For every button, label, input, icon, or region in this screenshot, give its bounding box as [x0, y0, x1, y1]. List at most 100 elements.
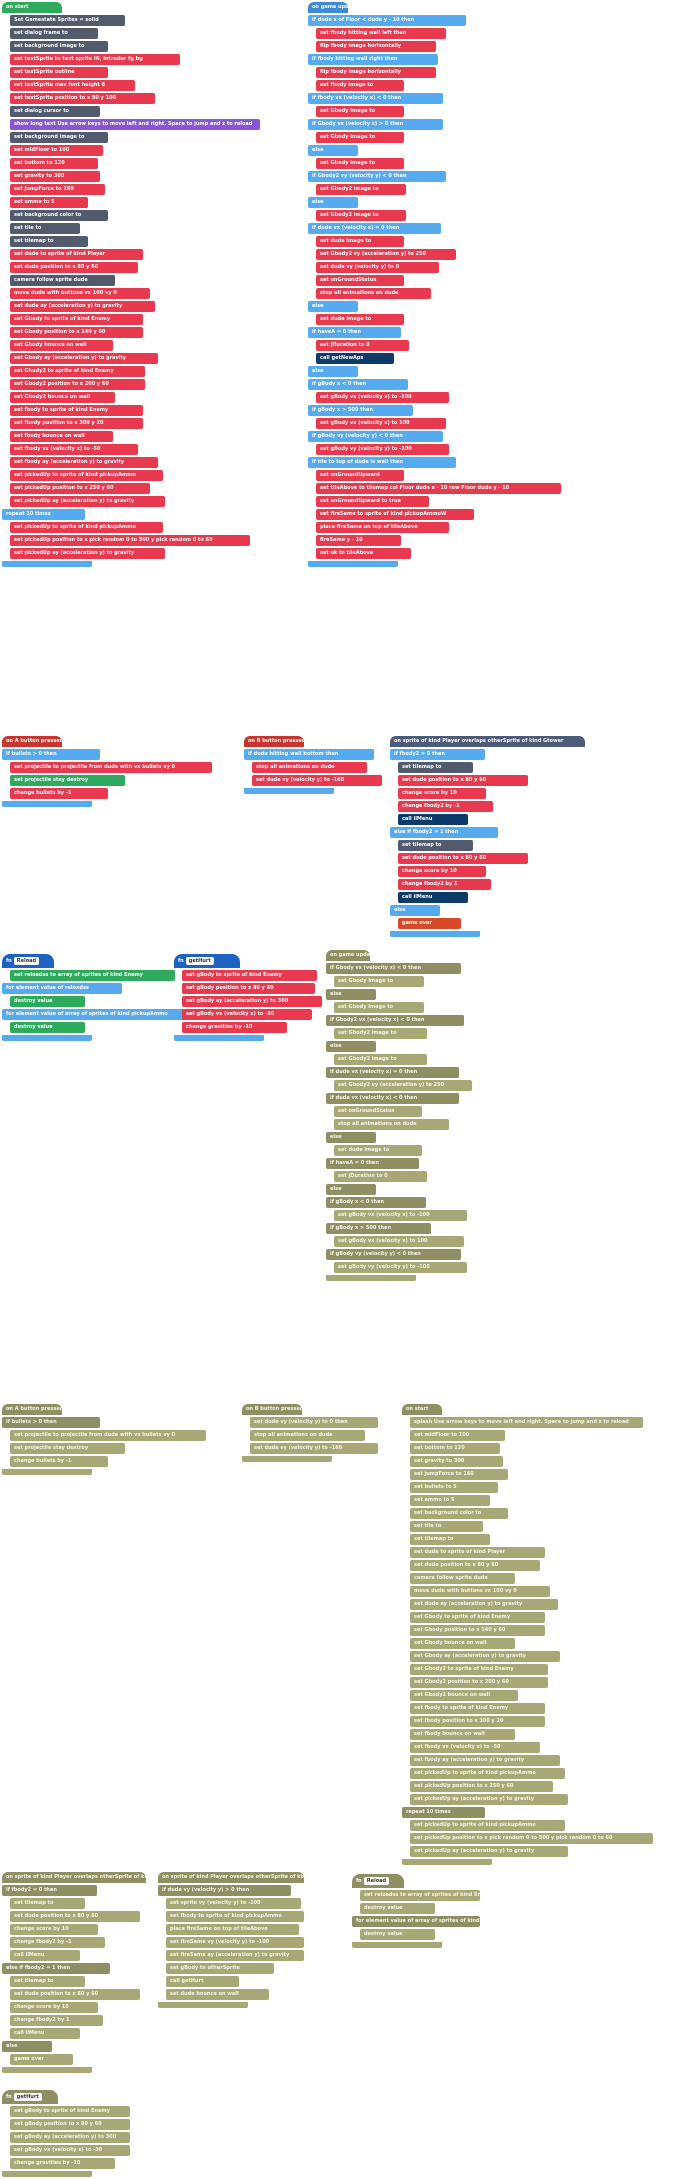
control-block[interactable]: if gBody vy (velocity y) < 0 then	[326, 1249, 461, 1260]
control-block[interactable]: if haveA = 0 then	[308, 327, 401, 338]
on-b-pressed-stack[interactable]: on B button pressed if dude hitting wall…	[244, 736, 404, 794]
statement-block[interactable]: set dude bounce on wall	[166, 1989, 269, 2000]
statement-block[interactable]: set pickedUp ay (acceleration y) to grav…	[410, 1846, 568, 1857]
statement-block[interactable]: set Gbody2 position to x 200 y 60	[410, 1677, 548, 1688]
statement-block[interactable]: set bullets to 5	[410, 1482, 498, 1493]
statement-block[interactable]: set fbody bounce on wall	[10, 431, 113, 442]
statement-block[interactable]: set tilemap to	[410, 1534, 490, 1545]
statement-block[interactable]: set Gbody2 vy (acceleration y) to 250	[334, 1080, 472, 1091]
control-block[interactable]: if dude hitting wall bottom then	[244, 749, 374, 760]
statement-block[interactable]: game over	[398, 918, 461, 929]
statement-block[interactable]: set ammo to 5	[410, 1495, 490, 1506]
on-overlap-hat[interactable]: on sprite of kind Player overlaps otherS…	[390, 736, 585, 747]
control-block[interactable]: else	[308, 145, 358, 156]
statement-block[interactable]: set pickedUp to sprite of kind pickupAmm…	[10, 522, 163, 533]
statement-block[interactable]: set pickedUp ay (acceleration y) to grav…	[10, 548, 165, 559]
statement-block[interactable]: set dude ay (acceleration y) to gravity	[10, 301, 155, 312]
statement-block[interactable]: set Gbody image to	[316, 106, 404, 117]
control-block[interactable]: else	[326, 1132, 376, 1143]
statement-block[interactable]: set pickedUp to sprite of kind pickupAmm…	[410, 1820, 565, 1831]
statement-block[interactable]: set fireSame ay (acceleration y) to grav…	[166, 1950, 304, 1961]
statement-block[interactable]: set gBody ay (acceleration y) to 300	[10, 2132, 130, 2143]
statement-block[interactable]: change score by 10	[398, 788, 486, 799]
statement-block[interactable]: set dude position to x 80 y 60	[10, 262, 138, 273]
control-block[interactable]: if gBody x < 0 then	[308, 379, 408, 390]
statement-block[interactable]: set pickedUp ay (acceleration y) to grav…	[10, 496, 165, 507]
control-block[interactable]: else	[326, 1041, 376, 1052]
statement-block[interactable]: set gravity to 300	[10, 171, 100, 182]
statement-block[interactable]: destroy value	[360, 1929, 435, 1940]
statement-block[interactable]: change gravities by -10	[10, 2158, 115, 2169]
statement-block[interactable]: set tile to	[10, 223, 80, 234]
statement-block[interactable]: set fbody ay (acceleration y) to gravity	[410, 1755, 560, 1766]
statement-block[interactable]: set Gbody2 bounce on wall	[410, 1690, 518, 1701]
statement-block[interactable]: set gBody to sprite of kind Enemy	[182, 970, 317, 981]
statement-block[interactable]: set dude position to x 80 y 60	[10, 1989, 140, 2000]
statement-block[interactable]: set tilemap to	[398, 762, 473, 773]
on-a-pressed-hat[interactable]: on A button pressed	[2, 736, 62, 747]
statement-block[interactable]: set pickedUp to sprite of kind pickupAmm…	[410, 1768, 565, 1779]
statement-block[interactable]: set gBody vx (velocity x) to -100	[316, 392, 449, 403]
control-block[interactable]: if Gbody vx (velocity x) < 0 then	[326, 963, 461, 974]
statement-block[interactable]: set Gbody ay (acceleration y) to gravity	[10, 353, 158, 364]
statement-block[interactable]: set gBody position to x 80 y 60	[182, 983, 315, 994]
statement-block[interactable]: set Gbody position to x 140 y 60	[410, 1625, 545, 1636]
statement-block[interactable]: set pickedUp ay (acceleration y) to grav…	[410, 1794, 568, 1805]
statement-block[interactable]: stop all animations on dude	[252, 762, 367, 773]
statement-block[interactable]: camera follow sprite dude	[10, 275, 115, 286]
statement-block[interactable]: set projectile stay destroy	[10, 775, 125, 786]
statement-block[interactable]: set Gbody position to x 140 y 60	[10, 327, 143, 338]
statement-block[interactable]: set dude position to x 80 y 60	[10, 1911, 140, 1922]
statement-block[interactable]: splash Use arrow keys to move left and r…	[410, 1417, 643, 1428]
disabled-game-update-stack[interactable]: on game update if Gbody vx (velocity x) …	[326, 950, 472, 1281]
control-block[interactable]: else	[326, 989, 376, 1000]
statement-block[interactable]: set textSprite to text sprite Hi, intrud…	[10, 54, 180, 65]
statement-block[interactable]: set ammo to 5	[10, 197, 88, 208]
control-block[interactable]: repeat 10 times	[2, 509, 85, 520]
statement-block[interactable]: set dude ay (acceleration y) to gravity	[410, 1599, 558, 1610]
statement-block[interactable]: set tilemap to	[10, 1898, 85, 1909]
statement-block[interactable]: set onGroundUpward	[316, 470, 404, 481]
statement-block[interactable]: change gravities by -10	[182, 1022, 287, 1033]
control-block[interactable]: else	[390, 905, 440, 916]
statement-block[interactable]: change fbody2 by 1	[398, 879, 491, 890]
statement-block[interactable]: set gBody position to x 80 y 60	[10, 2119, 130, 2130]
function-reload-name[interactable]: Reload	[13, 957, 40, 965]
statement-block[interactable]: set Gbody image to	[334, 976, 424, 987]
statement-block[interactable]: set dude vy (velocity y) to -160	[252, 775, 382, 786]
statement-block[interactable]: set fireSame vy (velocity y) to -100	[166, 1937, 304, 1948]
disabled-a-pressed-hat[interactable]: on A button pressed	[2, 1404, 62, 1415]
statement-block[interactable]: set Gbody ay (acceleration y) to gravity	[410, 1651, 560, 1662]
control-block[interactable]: if gBody vy (velocity y) < 0 then	[308, 431, 443, 442]
statement-block[interactable]: set Gbody image to	[334, 1002, 424, 1013]
statement-block[interactable]: change fbody2 by -1	[398, 801, 493, 812]
statement-block[interactable]: set dude vy (velocity y) to 0 then	[250, 1417, 378, 1428]
statement-block[interactable]: set tilemap to	[398, 840, 473, 851]
statement-block[interactable]: set dude position to x 80 y 60	[398, 853, 528, 864]
statement-block[interactable]: set tilemap to	[10, 236, 88, 247]
statement-block[interactable]: set dude vy (velocity y) to -160	[250, 1443, 378, 1454]
statement-block[interactable]: call ilMenu	[10, 2028, 80, 2039]
control-block[interactable]: if gBody x > 500 then	[308, 405, 413, 416]
control-block[interactable]: repeat 10 times	[402, 1807, 485, 1818]
disabled-function-gethurt-name[interactable]: getHurt	[13, 2093, 42, 2101]
statement-block[interactable]: set fbody ay (acceleration y) to gravity	[10, 457, 158, 468]
statement-block[interactable]: set Gbody image to	[316, 132, 404, 143]
disabled-on-start-stack[interactable]: on start splash Use arrow keys to move l…	[402, 1404, 668, 1865]
statement-block[interactable]: set pickedUp position to x 250 y 60	[410, 1781, 553, 1792]
statement-block[interactable]: set gBody to sprite of kind Enemy	[10, 2106, 130, 2117]
statement-block[interactable]: set onGroundStatus	[316, 275, 404, 286]
statement-block[interactable]: set Gbody image to	[316, 158, 404, 169]
statement-block[interactable]: set dialog frame to	[10, 28, 98, 39]
statement-block[interactable]: set textSprite max font height 8	[10, 80, 135, 91]
statement-block[interactable]: set reloadss to array of sprites of kind…	[360, 1890, 480, 1901]
control-block[interactable]: if gBody x < 0 then	[326, 1197, 426, 1208]
statement-block[interactable]: set midFloor to 100	[410, 1430, 505, 1441]
control-block[interactable]: if fbody vx (velocity x) < 0 then	[308, 93, 443, 104]
statement-block[interactable]: set dude to sprite of kind Player	[410, 1547, 545, 1558]
statement-block[interactable]: set dude image to	[334, 1145, 422, 1156]
statement-block[interactable]: set fbody bounce on wall	[410, 1729, 515, 1740]
statement-block[interactable]: set textSprite position to x 80 y 100	[10, 93, 155, 104]
